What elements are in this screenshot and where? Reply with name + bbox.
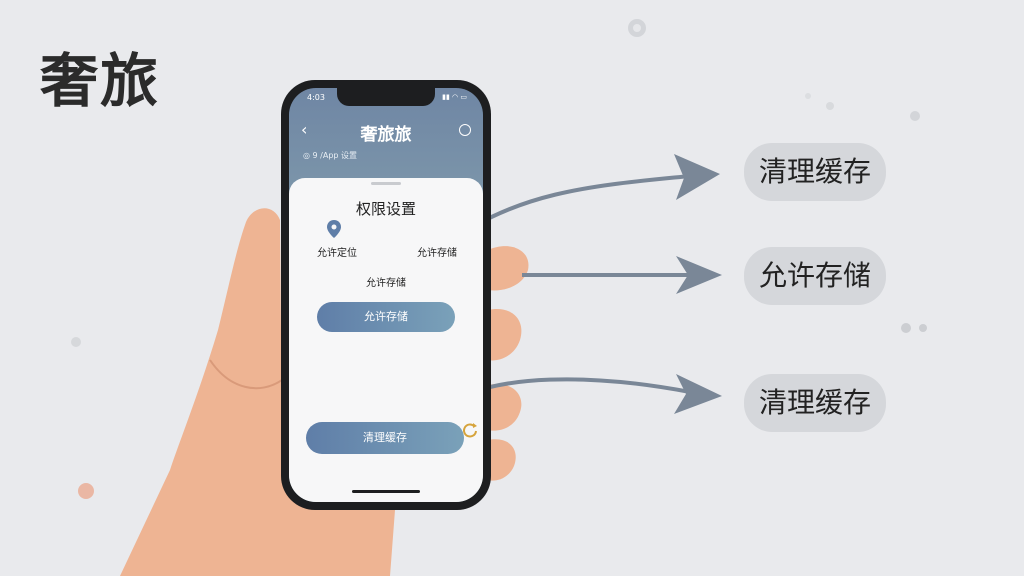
page-title: 奢旅 bbox=[40, 47, 161, 115]
location-pin-icon bbox=[327, 220, 341, 238]
callout-clear-cache-top: 清理缓存 bbox=[744, 143, 886, 201]
permission-sheet: 权限设置 允许定位 允许存储 允许存储 允许存储 清理缓存 bbox=[289, 178, 483, 502]
app-title: 奢旅旅 bbox=[360, 125, 412, 145]
permission-storage-label: 允许存储 bbox=[366, 278, 406, 289]
status-icons: ▮▮ ◠ ▭ bbox=[442, 93, 467, 101]
sheet-grabber[interactable] bbox=[371, 182, 401, 185]
permission-storage[interactable]: 允许存储 bbox=[417, 248, 457, 259]
status-time: 4:03 bbox=[307, 93, 325, 102]
phone-screen: 4:03 ▮▮ ◠ ▭ ‹ 奢旅旅 ◎ 9 /App 设置 权限设置 允许定位 … bbox=[289, 88, 483, 502]
phone-notch bbox=[337, 88, 435, 106]
home-indicator bbox=[352, 490, 420, 493]
info-icon[interactable] bbox=[459, 124, 471, 136]
permission-location[interactable]: 允许定位 bbox=[317, 248, 357, 259]
callout-clear-cache-bottom: 清理缓存 bbox=[744, 374, 886, 432]
breadcrumb: ◎ 9 /App 设置 bbox=[303, 151, 358, 160]
sheet-title: 权限设置 bbox=[355, 200, 416, 218]
refresh-icon bbox=[463, 423, 477, 438]
back-icon[interactable]: ‹ bbox=[301, 120, 308, 139]
callout-allow-storage: 允许存储 bbox=[744, 247, 886, 305]
clear-cache-button[interactable]: 清理缓存 bbox=[306, 422, 464, 454]
allow-storage-button[interactable]: 允许存储 bbox=[317, 302, 455, 332]
